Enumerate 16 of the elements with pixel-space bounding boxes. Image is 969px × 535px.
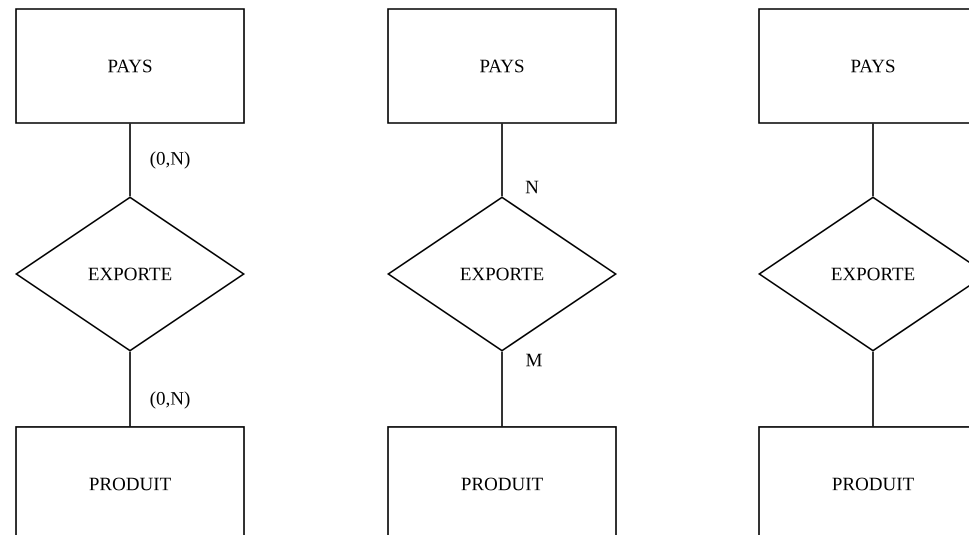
connector-line	[872, 352, 874, 426]
cardinality-label: M	[524, 352, 544, 368]
connector-line	[501, 352, 503, 426]
connector-line	[501, 124, 503, 196]
cardinality-label: N	[524, 180, 540, 194]
entity-box: PRODUIT	[758, 426, 969, 535]
entity-box: PRODUIT	[15, 426, 245, 535]
connector-line	[872, 124, 874, 196]
entity-box: PRODUIT	[387, 426, 617, 535]
entity-box: PAYS	[758, 8, 969, 124]
cardinality-label: (0,N)	[148, 150, 192, 170]
entity-box: PAYS	[387, 8, 617, 124]
connector-line	[129, 124, 131, 196]
connector-line	[129, 352, 131, 426]
entity-box: PAYS	[15, 8, 245, 124]
cardinality-label: (0,N)	[148, 390, 192, 410]
